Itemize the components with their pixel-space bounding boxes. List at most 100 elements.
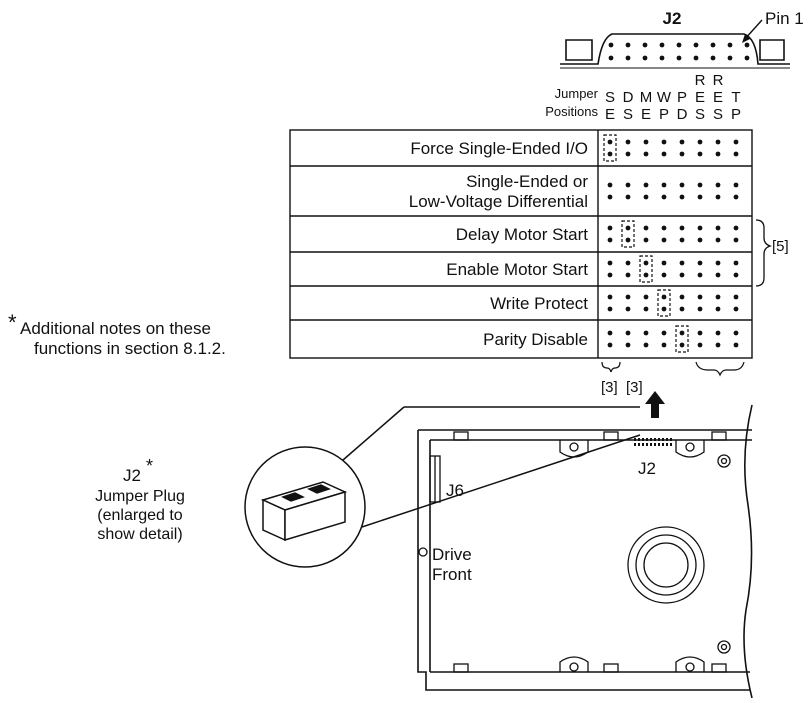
column-header-pd-char: D	[677, 106, 688, 123]
jumper-installed-marker	[603, 134, 617, 162]
column-header-tp-char: P	[731, 106, 741, 123]
row-pin	[607, 151, 613, 157]
row-pin	[679, 194, 685, 200]
row-pin	[625, 151, 631, 157]
row-pin	[607, 182, 613, 188]
row-pin	[643, 151, 649, 157]
row-pin	[625, 194, 631, 200]
row-pin	[697, 182, 703, 188]
column-header-rsp-char: R	[713, 72, 724, 89]
row-pin	[679, 330, 685, 336]
jumper-installed-marker	[621, 220, 635, 248]
bottom-mount-hole-1	[569, 662, 579, 672]
row-pin	[661, 151, 667, 157]
drive-j2-pin	[650, 443, 652, 446]
row-pin	[661, 139, 667, 145]
row-pin	[697, 294, 703, 300]
row-pin	[661, 260, 667, 266]
row-pin	[715, 306, 721, 312]
drive-j2-pin	[654, 438, 656, 441]
res-brace	[695, 361, 745, 377]
j2-connector	[560, 33, 790, 69]
row-pin	[679, 342, 685, 348]
pin1-label: Pin 1	[765, 9, 804, 28]
connector-pin	[659, 55, 665, 61]
row-pin	[697, 194, 703, 200]
row-label: Force Single-Ended I/O	[410, 139, 588, 158]
row-pin	[625, 225, 631, 231]
row-pin	[733, 182, 739, 188]
pin1-arrowhead	[742, 34, 750, 43]
jumper-table	[289, 129, 753, 359]
table-outline	[289, 129, 753, 359]
row-pin	[607, 306, 613, 312]
drive-j2-pin	[638, 438, 640, 441]
row-pin	[715, 194, 721, 200]
row-pin	[697, 306, 703, 312]
row-label: Write Protect	[490, 294, 588, 313]
drive-j2-pin	[662, 443, 664, 446]
column-header-wp-char: W	[657, 89, 672, 106]
jumper-positions-label-1: Jumper	[555, 86, 599, 101]
connector-pin	[608, 42, 614, 48]
column-header-rsp-char: E	[713, 89, 723, 106]
column-header-me-char: E	[641, 106, 651, 123]
row-pin	[733, 342, 739, 348]
row-pin	[679, 139, 685, 145]
drive-j2-pin	[670, 438, 672, 441]
footnote-asterisk: *	[8, 310, 17, 335]
plug-line-2: (enlarged to	[97, 507, 182, 524]
row-pin	[679, 182, 685, 188]
row-pin	[733, 306, 739, 312]
drive-j2-pin	[670, 443, 672, 446]
column-header-ds-char: D	[623, 89, 634, 106]
screw-top-right	[717, 454, 731, 468]
column-header-ds-char: S	[623, 106, 633, 123]
row-pin	[607, 294, 613, 300]
row-pin	[715, 330, 721, 336]
note-3-first: [3]	[601, 379, 618, 396]
bottom-tab-1	[453, 663, 469, 673]
connector-pin	[676, 42, 682, 48]
row-pin	[625, 294, 631, 300]
row-pin	[697, 272, 703, 278]
row-pin	[643, 294, 649, 300]
row-pin	[697, 342, 703, 348]
column-header-se-char: S	[605, 89, 615, 106]
top-mount-hole-1	[569, 442, 579, 452]
row-pin	[661, 237, 667, 243]
row-pin	[679, 151, 685, 157]
row-label: Low-Voltage Differential	[409, 192, 588, 211]
drive-right-edge	[743, 404, 753, 699]
jumper-installed-marker	[675, 325, 689, 353]
footnote-line-1: Additional notes on these	[20, 319, 211, 338]
row-pin	[643, 139, 649, 145]
spindle-inner	[643, 542, 689, 588]
row-pin	[607, 237, 613, 243]
bottom-tab-3	[711, 663, 727, 673]
top-mount-hole-2	[685, 442, 695, 452]
row-pin	[697, 151, 703, 157]
row-pin	[715, 272, 721, 278]
drive-j6-label: J6	[446, 481, 464, 500]
row-pin	[661, 330, 667, 336]
row-pin	[607, 194, 613, 200]
row-pin	[697, 260, 703, 266]
row-pin	[643, 182, 649, 188]
connector-left-ear	[565, 39, 593, 61]
row-pin	[733, 272, 739, 278]
drive-j2-pin	[646, 443, 648, 446]
connector-pin	[659, 42, 665, 48]
row-pin	[715, 342, 721, 348]
row-pin	[661, 182, 667, 188]
row-pin	[715, 225, 721, 231]
drive-j2-pin	[642, 438, 644, 441]
row-pin	[607, 342, 613, 348]
screw-bottom-right-core	[720, 643, 728, 651]
connector-pin	[744, 42, 750, 48]
screw-bottom-right	[717, 640, 731, 654]
row-pin	[715, 294, 721, 300]
